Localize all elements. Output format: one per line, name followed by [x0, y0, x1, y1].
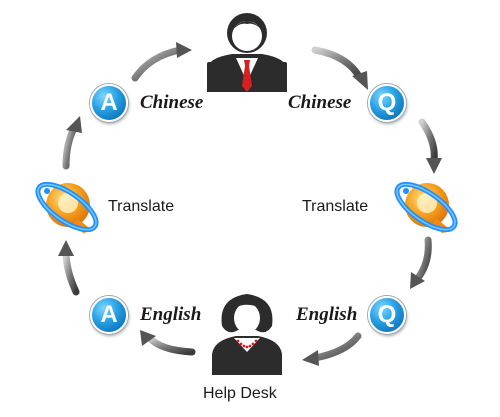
- arrow-top-right: [311, 46, 368, 90]
- arrow-top-left: [131, 42, 192, 82]
- arrow-right-upper: [418, 118, 442, 174]
- label-english-right: English: [296, 304, 358, 325]
- businessman-icon: [207, 13, 287, 92]
- arrow-left-upper: [62, 116, 82, 170]
- translate-logo-icon-right: [394, 181, 458, 233]
- label-chinese-left: Chinese: [140, 92, 204, 113]
- label-translate-left: Translate: [108, 198, 175, 215]
- help-desk-woman-icon: [212, 294, 282, 375]
- arrow-right-lower: [410, 236, 432, 289]
- answer-badge-bottom-left: A: [90, 296, 128, 334]
- question-badge-bottom-right: Q: [368, 296, 406, 334]
- answer-badge-top-left: A: [90, 84, 128, 122]
- arrow-bottom-right: [302, 332, 362, 366]
- label-help-desk: Help Desk: [203, 385, 277, 402]
- question-badge-top-right: Q: [368, 84, 406, 122]
- arrow-left-lower: [58, 240, 80, 296]
- label-chinese-right: Chinese: [288, 92, 352, 113]
- label-translate-right: Translate: [302, 198, 369, 215]
- arrow-bottom-left: [140, 330, 196, 356]
- label-english-left: English: [140, 304, 202, 325]
- translate-logo-icon-left: [35, 181, 99, 233]
